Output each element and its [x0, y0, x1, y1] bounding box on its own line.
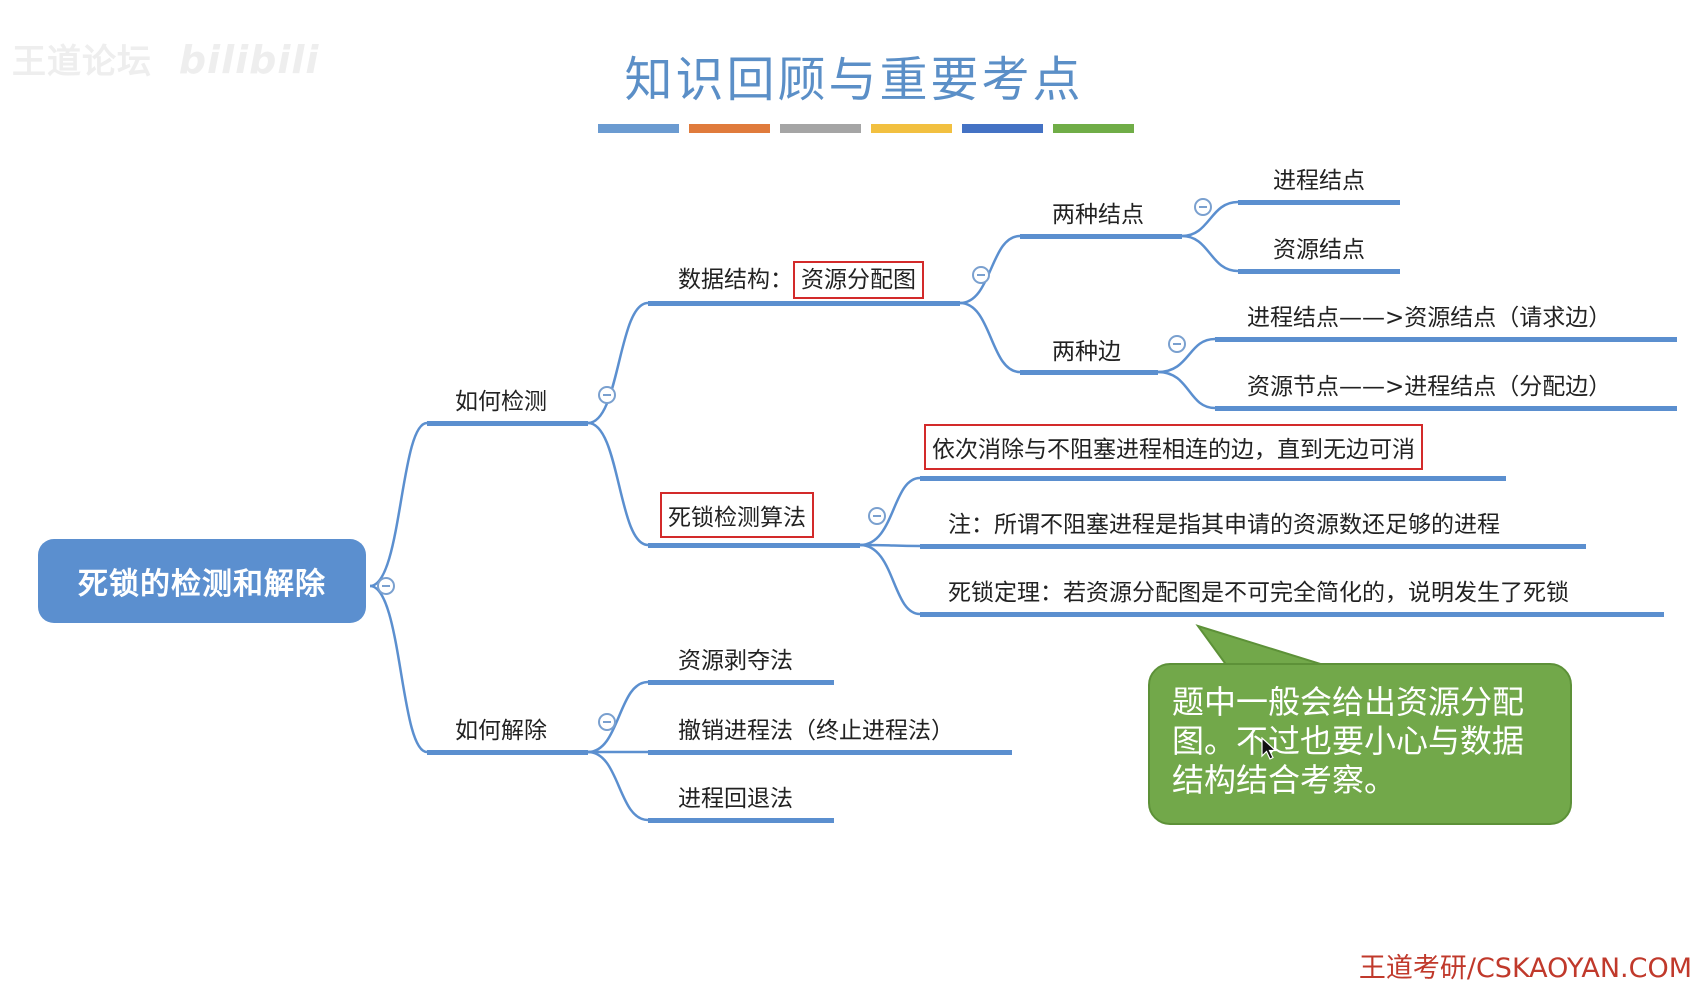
- footer-brand: 王道考研/CSKAOYAN.COM: [1358, 953, 1692, 984]
- node-process-node[interactable]: 进程结点: [1273, 168, 1365, 194]
- node-resource-preemption[interactable]: 资源剥夺法: [678, 648, 793, 674]
- bilibili-logo-icon: bilibili: [178, 38, 320, 82]
- underline-how-to-resolve: [427, 750, 588, 755]
- underline-process-termination: [648, 750, 1012, 755]
- data-structure-label: 数据结构：: [678, 267, 793, 293]
- node-detection-algorithm[interactable]: 死锁检测算法: [660, 492, 814, 538]
- collapse-node-types-icon[interactable]: [1194, 198, 1212, 216]
- collapse-detect-icon[interactable]: [598, 386, 616, 404]
- mouse-cursor-icon: [1261, 737, 1277, 760]
- color-bar-1: [598, 124, 679, 133]
- underline-resource-node: [1238, 269, 1400, 274]
- underline-resource-preemption: [648, 680, 834, 685]
- node-process-rollback[interactable]: 进程回退法: [678, 786, 793, 812]
- underline-data-structure: [648, 301, 960, 306]
- node-edge-types[interactable]: 两种边: [1052, 339, 1121, 365]
- collapse-root-icon[interactable]: [377, 577, 395, 595]
- underline-how-to-detect: [427, 421, 588, 426]
- node-algorithm-note[interactable]: 注：所谓不阻塞进程是指其申请的资源数还足够的进程: [948, 512, 1500, 538]
- color-bar-2: [689, 124, 770, 133]
- color-bar-4: [871, 124, 952, 133]
- underline-detection-algorithm: [648, 543, 860, 548]
- underline-deadlock-theorem: [920, 612, 1664, 617]
- underline-algorithm-note: [920, 544, 1586, 549]
- node-how-to-resolve[interactable]: 如何解除: [455, 718, 547, 744]
- color-bar-3: [780, 124, 861, 133]
- node-algorithm-step[interactable]: 依次消除与不阻塞进程相连的边，直到无边可消: [924, 424, 1423, 470]
- underline-request-edge: [1215, 337, 1677, 342]
- collapse-algorithm-icon[interactable]: [868, 507, 886, 525]
- underline-process-rollback: [648, 818, 834, 823]
- underline-node-types: [1020, 234, 1182, 239]
- node-deadlock-theorem[interactable]: 死锁定理：若资源分配图是不可完全简化的，说明发生了死锁: [948, 580, 1569, 606]
- node-node-types[interactable]: 两种结点: [1052, 202, 1144, 228]
- resource-allocation-graph-highlight: 资源分配图: [793, 261, 924, 299]
- color-bar-5: [962, 124, 1043, 133]
- node-request-edge[interactable]: 进程结点——>资源结点（请求边）: [1247, 305, 1612, 331]
- node-how-to-detect[interactable]: 如何检测: [455, 389, 547, 415]
- collapse-edge-types-icon[interactable]: [1168, 335, 1186, 353]
- underline-allocation-edge: [1215, 406, 1677, 411]
- underline-edge-types: [1020, 370, 1158, 375]
- root-node[interactable]: 死锁的检测和解除: [38, 539, 366, 623]
- node-data-structure[interactable]: 数据结构：资源分配图: [678, 260, 924, 299]
- underline-algorithm-step: [920, 476, 1506, 481]
- watermark-text: 王道论坛 bilibili: [12, 38, 320, 82]
- node-process-termination[interactable]: 撤销进程法（终止进程法）: [678, 718, 954, 744]
- callout-note: 题中一般会给出资源分配图。不过也要小心与数据结构结合考察。: [1148, 663, 1572, 825]
- collapse-resolve-icon[interactable]: [598, 713, 616, 731]
- page-title: 知识回顾与重要考点: [624, 52, 1084, 108]
- collapse-data-structure-icon[interactable]: [972, 266, 990, 284]
- node-resource-node[interactable]: 资源结点: [1273, 237, 1365, 263]
- underline-process-node: [1238, 200, 1400, 205]
- node-allocation-edge[interactable]: 资源节点——>进程结点（分配边）: [1247, 374, 1612, 400]
- color-bar-6: [1053, 124, 1134, 133]
